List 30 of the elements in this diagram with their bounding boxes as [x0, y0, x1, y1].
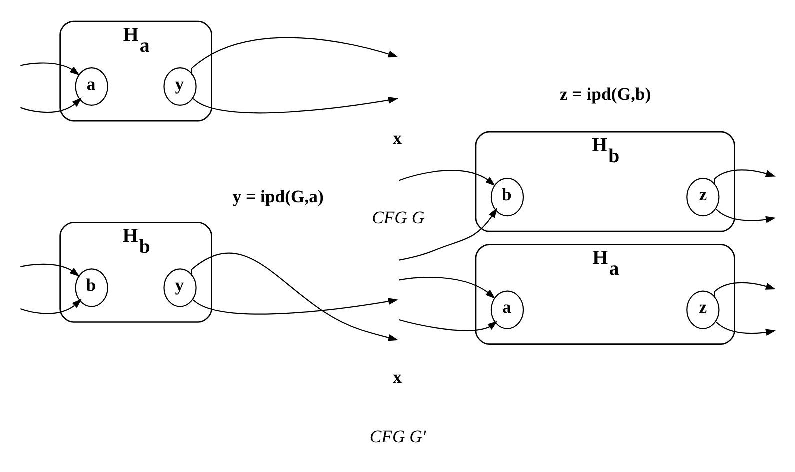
node-ellipse: b — [75, 268, 108, 308]
arrow — [20, 62, 80, 76]
arrow — [399, 277, 496, 299]
arrow — [399, 170, 496, 186]
arrow — [399, 320, 498, 332]
arrow — [193, 298, 398, 315]
arrow — [20, 98, 82, 114]
arrow — [716, 209, 776, 224]
arrow — [193, 96, 398, 114]
node-ellipse: y — [164, 67, 197, 106]
arrow — [716, 322, 776, 336]
node-ellipse: a — [490, 290, 524, 330]
label: x — [393, 128, 402, 148]
arrow — [20, 264, 80, 277]
arrow — [190, 253, 398, 342]
label: z = ipd(G,b) — [560, 84, 652, 104]
arrow — [399, 208, 498, 261]
arrow — [20, 298, 82, 314]
node-ellipse: z — [686, 178, 720, 217]
label: CFG G' — [370, 426, 426, 447]
arrow — [714, 170, 776, 186]
label: x — [393, 366, 402, 387]
arrow — [714, 282, 776, 298]
label: y = ipd(G,a) — [232, 186, 324, 207]
label: CFG G — [372, 208, 425, 228]
node-ellipse: y — [164, 268, 197, 308]
arrow — [190, 37, 398, 75]
node-ellipse: z — [686, 290, 720, 330]
node-ellipse: a — [75, 67, 108, 106]
node-ellipse: b — [490, 178, 524, 217]
